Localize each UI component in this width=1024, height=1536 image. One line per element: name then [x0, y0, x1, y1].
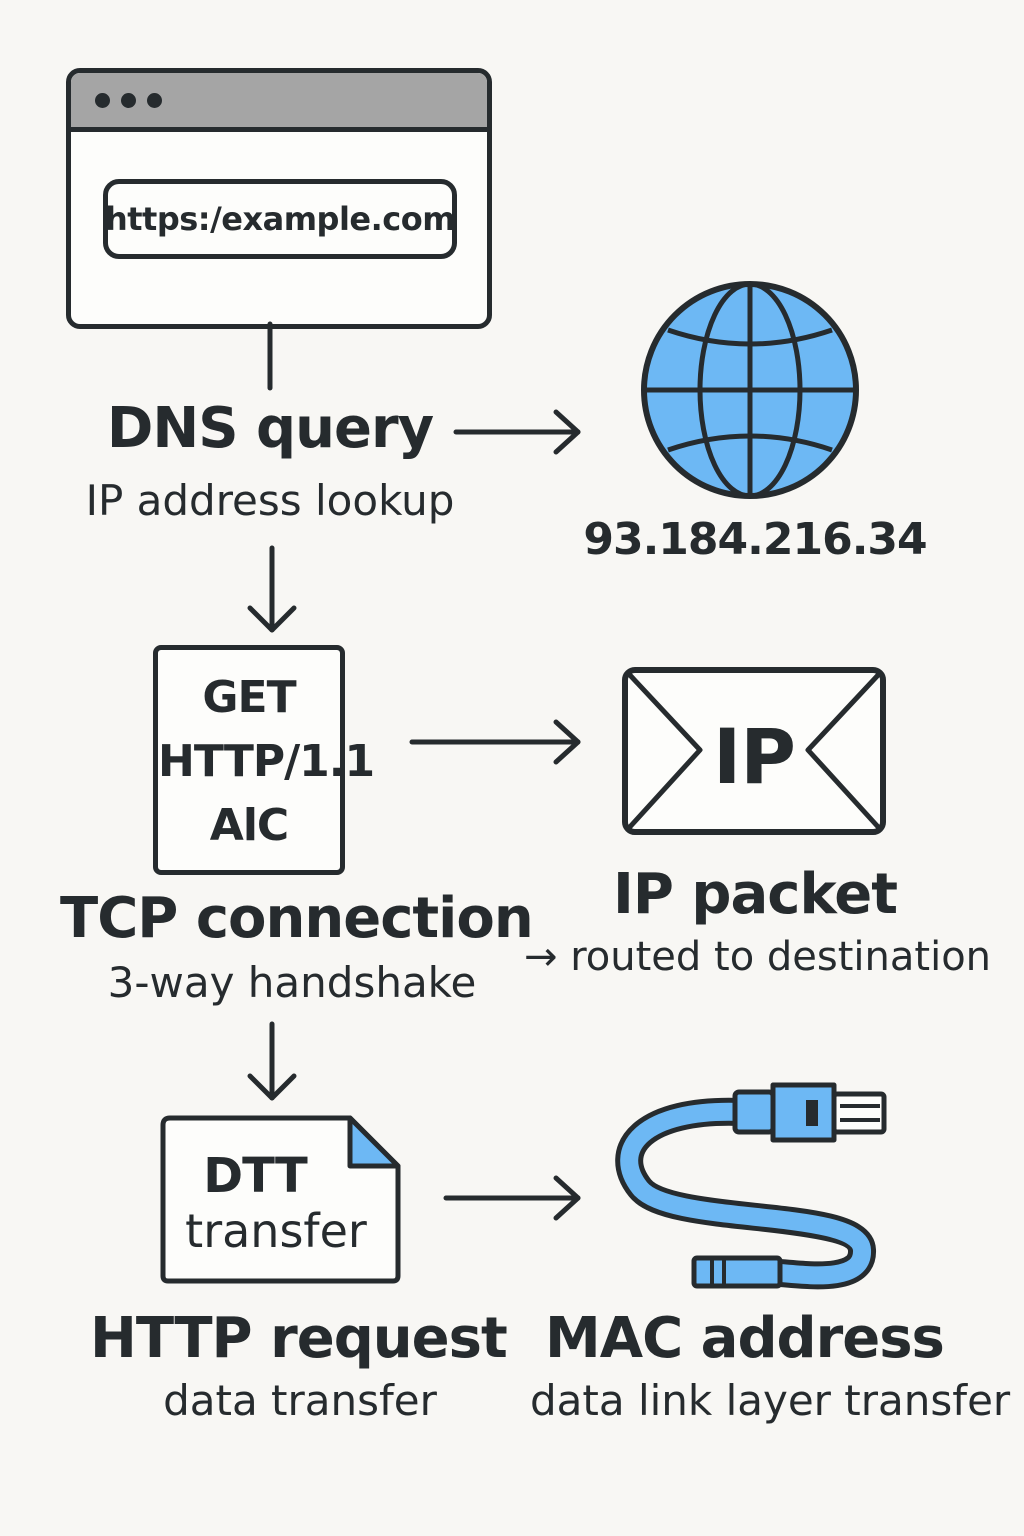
- browser-title-bar: [71, 73, 487, 132]
- down-arrow-icon: [247, 1021, 297, 1101]
- tcp-connection-subtitle: 3-way handshake: [107, 958, 477, 1007]
- right-arrow-icon: [443, 1175, 581, 1221]
- request-method: GET: [202, 672, 296, 723]
- window-dot-icon: [147, 93, 162, 108]
- file-line-2: transfer: [185, 1204, 367, 1258]
- http-request-document: GET HTTP/1.1 AlC: [153, 645, 375, 875]
- dns-query-title: DNS query: [106, 396, 434, 461]
- http-request-subtitle: data transfer: [163, 1376, 437, 1425]
- dns-query-subtitle: IP address lookup: [85, 476, 455, 525]
- envelope-label: IP: [713, 712, 796, 801]
- request-header: AlC: [209, 800, 289, 851]
- right-arrow-icon: [409, 719, 581, 765]
- browser-window: https:/example.com: [66, 68, 492, 329]
- window-dot-icon: [95, 93, 110, 108]
- request-version: HTTP/1.1: [158, 736, 375, 787]
- ip-address-text: 93.184.216.34: [583, 514, 927, 565]
- right-arrow-icon: [453, 409, 581, 455]
- down-arrow-icon: [247, 545, 297, 633]
- mac-address-title: MAC address: [545, 1306, 945, 1371]
- window-dot-icon: [121, 93, 136, 108]
- tcp-connection-title: TCP connection: [60, 886, 534, 951]
- url-bar: https:/example.com: [103, 179, 457, 259]
- ip-packet-subtitle: → routed to destination: [524, 934, 992, 980]
- ip-packet-title: IP packet: [613, 862, 898, 927]
- mac-address-subtitle: data link layer transfer: [530, 1376, 1011, 1425]
- file-line-1: DTT: [203, 1148, 307, 1204]
- http-request-title: HTTP request: [90, 1306, 508, 1371]
- url-text: https:/example.com: [104, 200, 456, 238]
